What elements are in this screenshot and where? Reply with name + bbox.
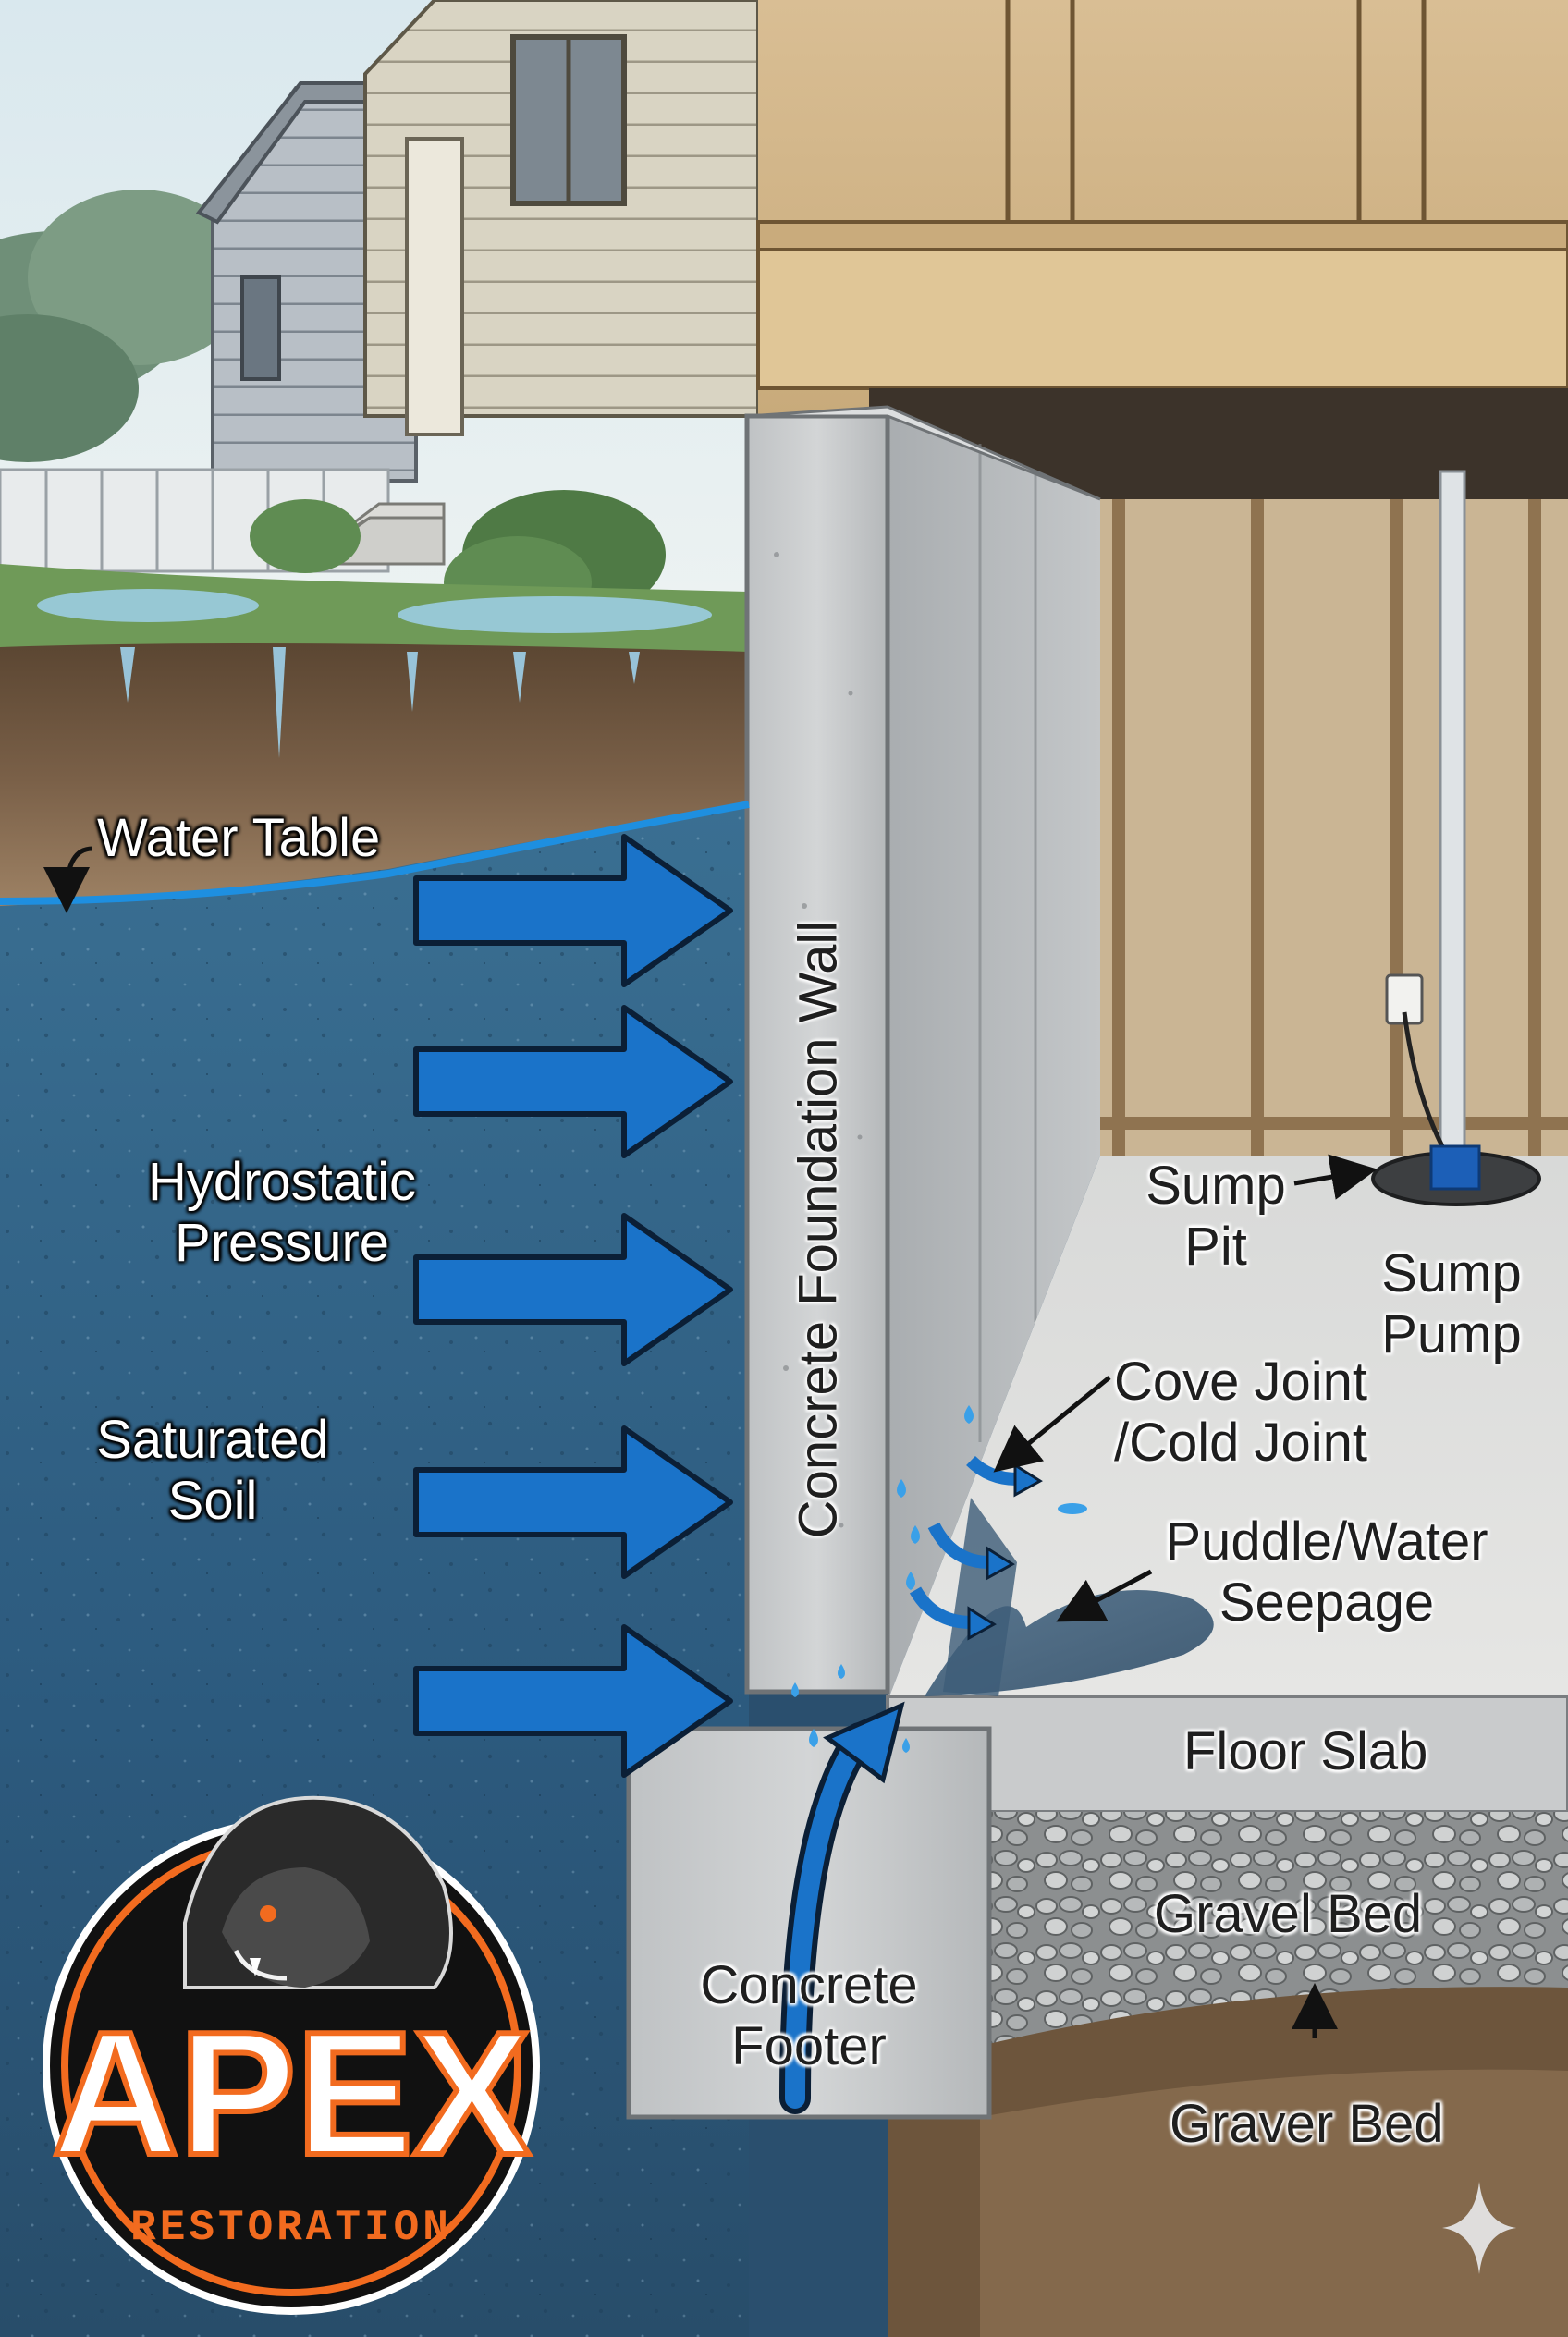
cove-joint-label: Cove Joint /Cold Joint — [1114, 1352, 1368, 1473]
logo-wordmark: APEX — [52, 1996, 530, 2192]
water-table-label: Water Table — [97, 808, 381, 868]
puddle-seepage-label: Puddle/Water Seepage — [1165, 1511, 1488, 1633]
seepage-droplets — [791, 1405, 1087, 1753]
sparkle-icon — [1442, 2182, 1516, 2274]
background-trees — [0, 190, 250, 462]
sump-pit-label: Sump Pit — [1145, 1156, 1286, 1277]
gravel-bed-label: Gravel Bed — [1154, 1884, 1423, 1944]
saturated-soil-label: Saturated Soil — [96, 1410, 329, 1531]
label-leaders — [43, 846, 1378, 2038]
water-drips — [120, 647, 640, 758]
lion-mascot-icon — [183, 1795, 453, 1989]
seepage-arrows — [909, 1455, 1018, 1629]
foundation-wall-label: Concrete Foundation Wall — [788, 920, 849, 1539]
water-table-line — [0, 801, 750, 905]
hydrostatic-pressure-label: Hydrostatic Pressure — [147, 1152, 417, 1273]
graver-bed-label: Graver Bed — [1170, 2094, 1444, 2154]
pressure-arrows — [413, 834, 733, 1778]
logo-tagline: RESTORATION — [130, 2204, 452, 2252]
floor-slab-label: Floor Slab — [1183, 1721, 1428, 1781]
concrete-footer-label: Concrete Footer — [700, 1955, 918, 2076]
apex-restoration-logo — [43, 1795, 540, 2315]
sump-pump-label: Sump Pump — [1381, 1243, 1522, 1364]
